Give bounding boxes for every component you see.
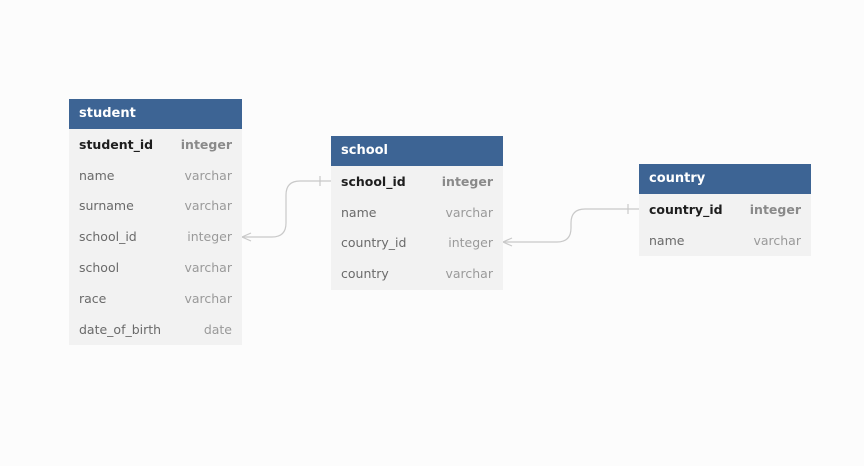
field-row[interactable]: country varchar: [331, 258, 503, 289]
field-row[interactable]: name varchar: [331, 197, 503, 228]
table-school[interactable]: school school_id integer name varchar co…: [331, 136, 503, 290]
field-row[interactable]: school_id integer: [69, 221, 242, 252]
field-row[interactable]: country_id integer: [639, 194, 811, 225]
field-name: student_id: [79, 136, 154, 152]
field-name: race: [79, 290, 107, 306]
field-type: varchar: [445, 266, 493, 282]
table-header[interactable]: school: [331, 136, 503, 166]
field-type: varchar: [445, 204, 493, 220]
crowfoot-many-icon: [240, 232, 252, 242]
field-type: date: [203, 321, 232, 337]
field-row[interactable]: student_id integer: [69, 129, 242, 160]
table-country[interactable]: country country_id integer name varchar: [639, 164, 811, 256]
field-name: name: [341, 204, 377, 220]
field-row[interactable]: surname varchar: [69, 191, 242, 222]
field-type: integer: [187, 229, 232, 245]
field-type: varchar: [753, 232, 801, 248]
field-row[interactable]: name varchar: [639, 225, 811, 256]
field-type: varchar: [184, 290, 232, 306]
table-student[interactable]: student student_id integer name varchar …: [69, 99, 242, 345]
field-type: integer: [749, 201, 801, 217]
field-type: integer: [180, 136, 232, 152]
field-name: school: [79, 260, 120, 276]
field-name: country_id: [649, 201, 723, 217]
field-name: country_id: [341, 235, 407, 251]
relationship-line-school-country[interactable]: [503, 208, 639, 243]
field-row[interactable]: school_id integer: [331, 166, 503, 197]
field-row[interactable]: race varchar: [69, 283, 242, 314]
field-row[interactable]: date_of_birth date: [69, 314, 242, 345]
field-name: date_of_birth: [79, 321, 162, 337]
field-row[interactable]: country_id integer: [331, 228, 503, 259]
field-name: surname: [79, 198, 134, 214]
field-name: country: [341, 266, 389, 282]
field-type: integer: [441, 173, 493, 189]
field-row[interactable]: name varchar: [69, 160, 242, 191]
field-type: integer: [448, 235, 493, 251]
field-name: name: [79, 167, 115, 183]
table-header[interactable]: country: [639, 164, 811, 194]
field-type: varchar: [184, 167, 232, 183]
field-type: varchar: [184, 198, 232, 214]
field-name: school_id: [79, 229, 137, 245]
table-header[interactable]: student: [69, 99, 242, 129]
field-name: school_id: [341, 173, 406, 189]
field-name: name: [649, 232, 685, 248]
field-type: varchar: [184, 260, 232, 276]
field-row[interactable]: school varchar: [69, 252, 242, 283]
relationship-line-student-school[interactable]: [242, 180, 331, 238]
crowfoot-many-icon: [501, 237, 513, 247]
